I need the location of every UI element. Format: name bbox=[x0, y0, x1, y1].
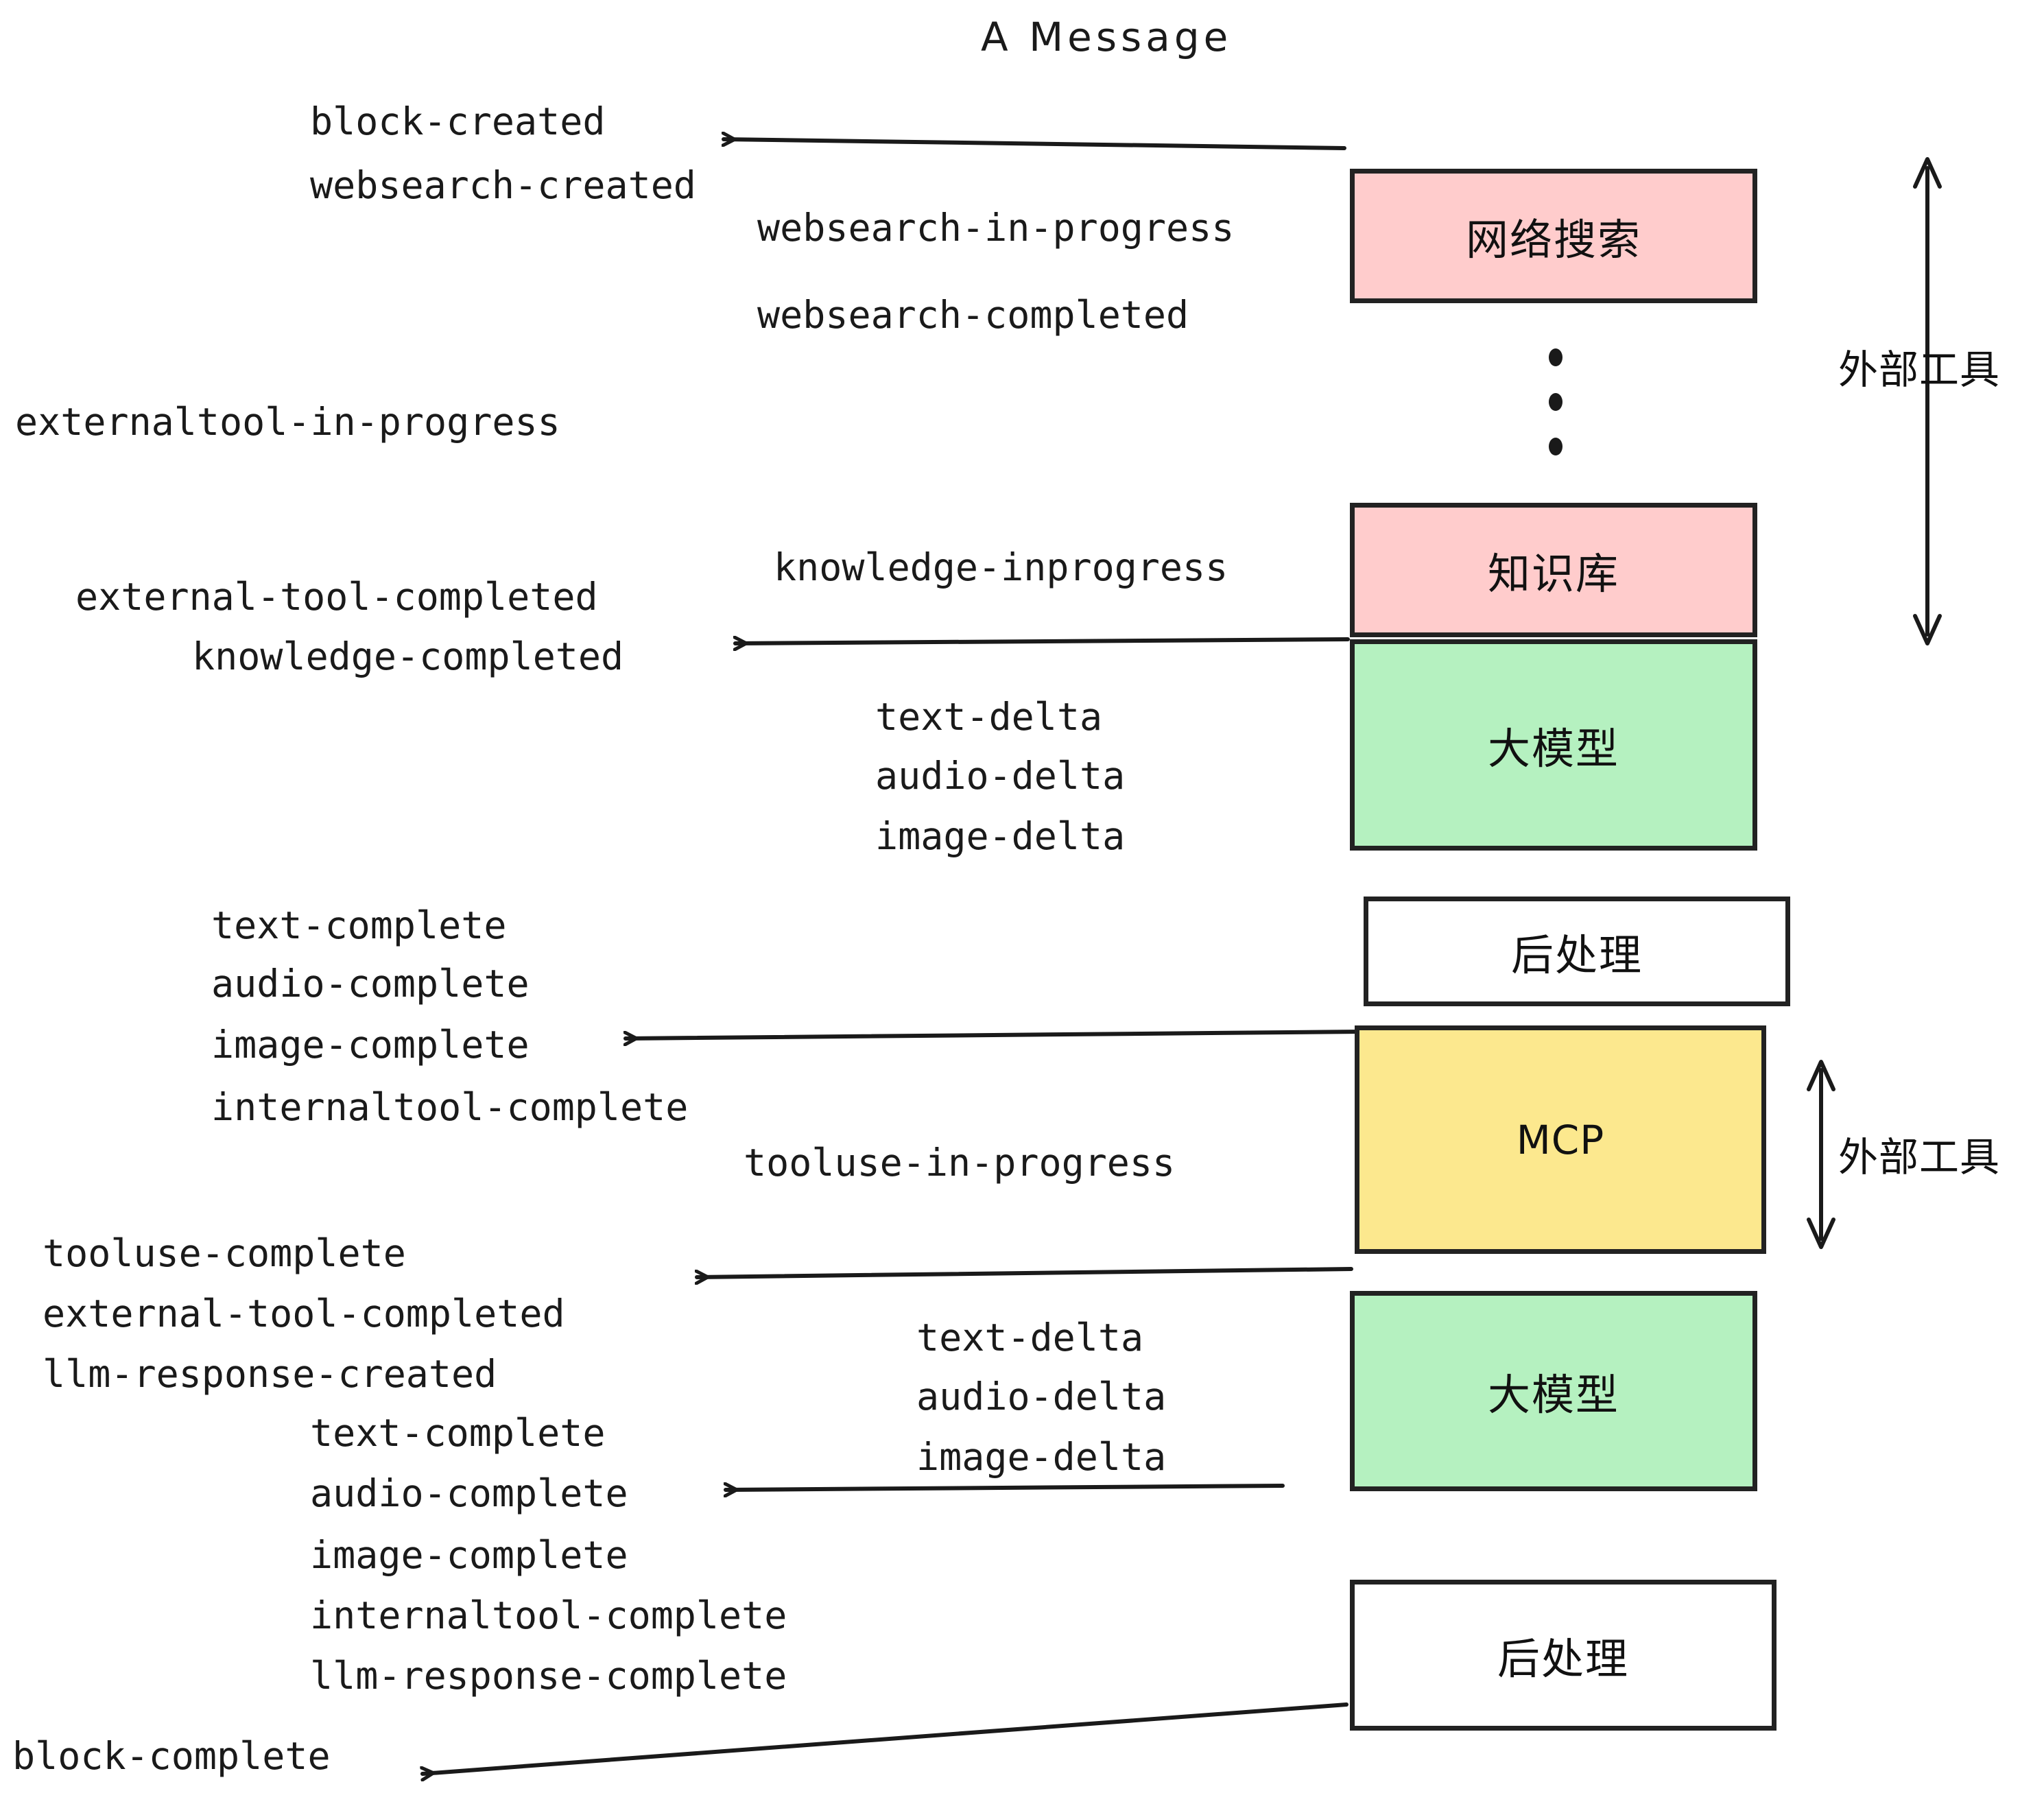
node-websearch[interactable]: 网络搜索 bbox=[1350, 169, 1757, 303]
node-label: 大模型 bbox=[1487, 724, 1619, 774]
node-label: 大模型 bbox=[1487, 1370, 1619, 1420]
event-audio-complete-1: audio-complete bbox=[211, 962, 530, 1006]
event-external-tool-completed-2: external-tool-completed bbox=[43, 1292, 565, 1336]
external-tools-bracket-top bbox=[1913, 157, 1942, 645]
event-text-delta-2: text-delta bbox=[916, 1316, 1144, 1360]
event-image-complete-2: image-complete bbox=[310, 1533, 628, 1577]
event-llm-response-complete: llm-response-complete bbox=[310, 1654, 787, 1698]
arrow-image-complete bbox=[626, 1030, 1364, 1039]
event-llm-response-created: llm-response-created bbox=[43, 1352, 497, 1396]
event-text-complete-1: text-complete bbox=[211, 903, 507, 947]
event-text-complete-2: text-complete bbox=[310, 1411, 606, 1455]
ellipsis-dot bbox=[1549, 348, 1562, 366]
event-websearch-in-progress: websearch-in-progress bbox=[757, 206, 1235, 250]
node-postprocess-top[interactable]: 后处理 bbox=[1364, 897, 1790, 1006]
page-title: A Message bbox=[981, 14, 1233, 60]
event-block-created: block-created bbox=[310, 99, 606, 143]
event-knowledge-inprogress: knowledge-inprogress bbox=[774, 545, 1228, 589]
ellipsis-dot bbox=[1549, 393, 1562, 411]
arrow-audio-complete bbox=[726, 1486, 1285, 1490]
node-mcp[interactable]: MCP bbox=[1355, 1025, 1766, 1254]
event-audio-delta-1: audio-delta bbox=[875, 754, 1126, 798]
event-audio-delta-2: audio-delta bbox=[916, 1375, 1167, 1419]
node-label: 网络搜索 bbox=[1465, 215, 1641, 265]
node-knowledge[interactable]: 知识库 bbox=[1350, 503, 1757, 637]
node-llm-top[interactable]: 大模型 bbox=[1350, 639, 1757, 851]
event-image-complete-1: image-complete bbox=[211, 1023, 530, 1067]
event-text-delta-1: text-delta bbox=[875, 695, 1103, 739]
event-external-tool-completed-1: external-tool-completed bbox=[75, 575, 598, 619]
node-label: 后处理 bbox=[1510, 930, 1643, 980]
group-label-external-tools-top: 外部工具 bbox=[1838, 346, 2001, 393]
event-audio-complete-2: audio-complete bbox=[310, 1471, 628, 1515]
node-postprocess-bottom[interactable]: 后处理 bbox=[1350, 1580, 1776, 1731]
node-label: 知识库 bbox=[1487, 549, 1619, 599]
group-label-external-tools-bottom: 外部工具 bbox=[1838, 1134, 2001, 1180]
event-websearch-created: websearch-created bbox=[310, 163, 696, 207]
node-llm-bottom[interactable]: 大模型 bbox=[1350, 1291, 1757, 1491]
event-websearch-completed: websearch-completed bbox=[757, 293, 1189, 337]
arrow-external-tool-completed bbox=[697, 1267, 1353, 1277]
node-label: MCP bbox=[1516, 1116, 1605, 1163]
arrow-knowledge-completed bbox=[735, 639, 1350, 643]
ellipsis-dot bbox=[1549, 438, 1562, 455]
arrow-websearch-created bbox=[724, 139, 1346, 150]
event-externaltool-in-progress: externaltool-in-progress bbox=[15, 400, 560, 444]
event-tooluse-in-progress: tooluse-in-progress bbox=[744, 1141, 1176, 1185]
event-block-complete: block-complete bbox=[12, 1734, 331, 1778]
event-knowledge-completed: knowledge-completed bbox=[192, 634, 624, 678]
event-tooluse-complete: tooluse-complete bbox=[43, 1231, 406, 1275]
event-image-delta-1: image-delta bbox=[875, 814, 1126, 858]
external-tools-bracket-bottom bbox=[1807, 1060, 1835, 1249]
event-image-delta-2: image-delta bbox=[916, 1435, 1167, 1479]
event-internaltool-complete-1: internaltool-complete bbox=[211, 1085, 689, 1129]
node-label: 后处理 bbox=[1497, 1634, 1629, 1684]
event-internaltool-complete-2: internaltool-complete bbox=[310, 1593, 787, 1637]
arrow-block-complete bbox=[423, 1702, 1348, 1774]
